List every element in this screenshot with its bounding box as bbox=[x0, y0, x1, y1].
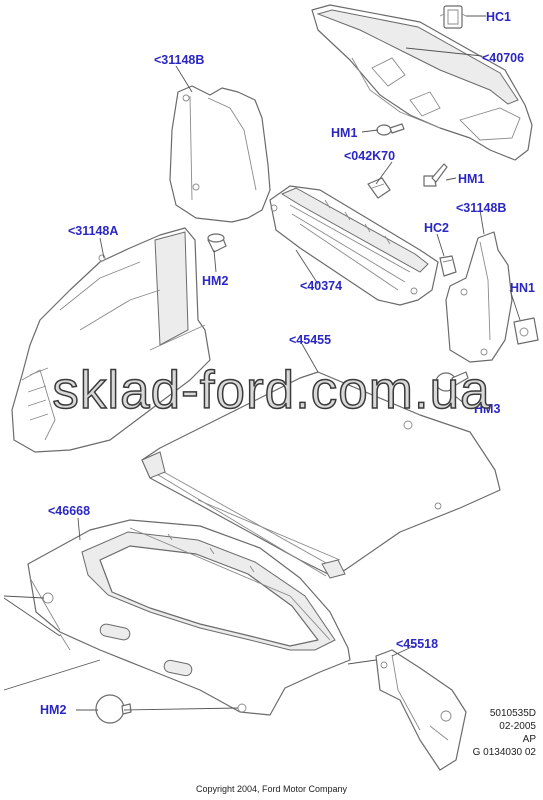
reference-line-4: G 0134030 02 bbox=[472, 747, 536, 758]
hm1-pin-left bbox=[376, 123, 405, 136]
callout-hm2-bottom: HM2 bbox=[40, 703, 66, 717]
callout-31148b-right: <31148B bbox=[456, 201, 506, 215]
callout-40374: <40374 bbox=[300, 279, 342, 293]
callout-hm2-mid: HM2 bbox=[202, 274, 228, 288]
part-40706-upper-trim bbox=[311, 4, 533, 161]
callout-hm1-right: HM1 bbox=[458, 172, 484, 186]
hc2-clip bbox=[439, 255, 457, 277]
callout-hc2: HC2 bbox=[424, 221, 449, 235]
callout-45518: <45518 bbox=[396, 637, 438, 651]
reference-line-2: 02-2005 bbox=[499, 721, 536, 732]
reference-block: 5010535D 02-2005 AP G 0134030 02 bbox=[473, 707, 536, 759]
hm1-pin-right bbox=[423, 163, 448, 187]
callout-hn1: HN1 bbox=[510, 281, 535, 295]
hc1-clip bbox=[439, 5, 467, 29]
part-31148a-side-panel bbox=[11, 227, 211, 453]
copyright-text: Copyright 2004, Ford Motor Company bbox=[195, 784, 348, 794]
hm3-pin bbox=[435, 371, 469, 392]
part-31148b-right-trim bbox=[445, 231, 513, 363]
leader-lines bbox=[3, 15, 521, 711]
callout-45455: <45455 bbox=[289, 333, 331, 347]
part-45518-bracket bbox=[375, 649, 467, 771]
part-45455-load-floor bbox=[141, 371, 501, 579]
callout-hm3: HM3 bbox=[474, 402, 500, 416]
callout-042k70: <042K70 bbox=[344, 149, 395, 163]
callout-hc1: HC1 bbox=[486, 10, 511, 24]
hm2-pin-mid bbox=[207, 233, 227, 253]
hn1-clip bbox=[513, 317, 539, 345]
part-042k70-cover bbox=[367, 177, 391, 199]
part-40374-scuff-plate bbox=[269, 185, 439, 306]
callout-40706: <40706 bbox=[482, 51, 524, 65]
hm2-pin-bottom bbox=[95, 694, 132, 724]
callout-hm1-left: HM1 bbox=[331, 126, 357, 140]
reference-line-3: AP bbox=[522, 734, 536, 745]
part-46668-rear-panel bbox=[27, 519, 351, 716]
callout-31148b-top: <31148B bbox=[154, 53, 204, 67]
callout-46668: <46668 bbox=[48, 504, 90, 518]
callout-31148a: <31148A bbox=[68, 224, 118, 238]
part-31148b-upper-trim bbox=[169, 85, 271, 223]
reference-line-1: 5010535D bbox=[489, 708, 536, 719]
